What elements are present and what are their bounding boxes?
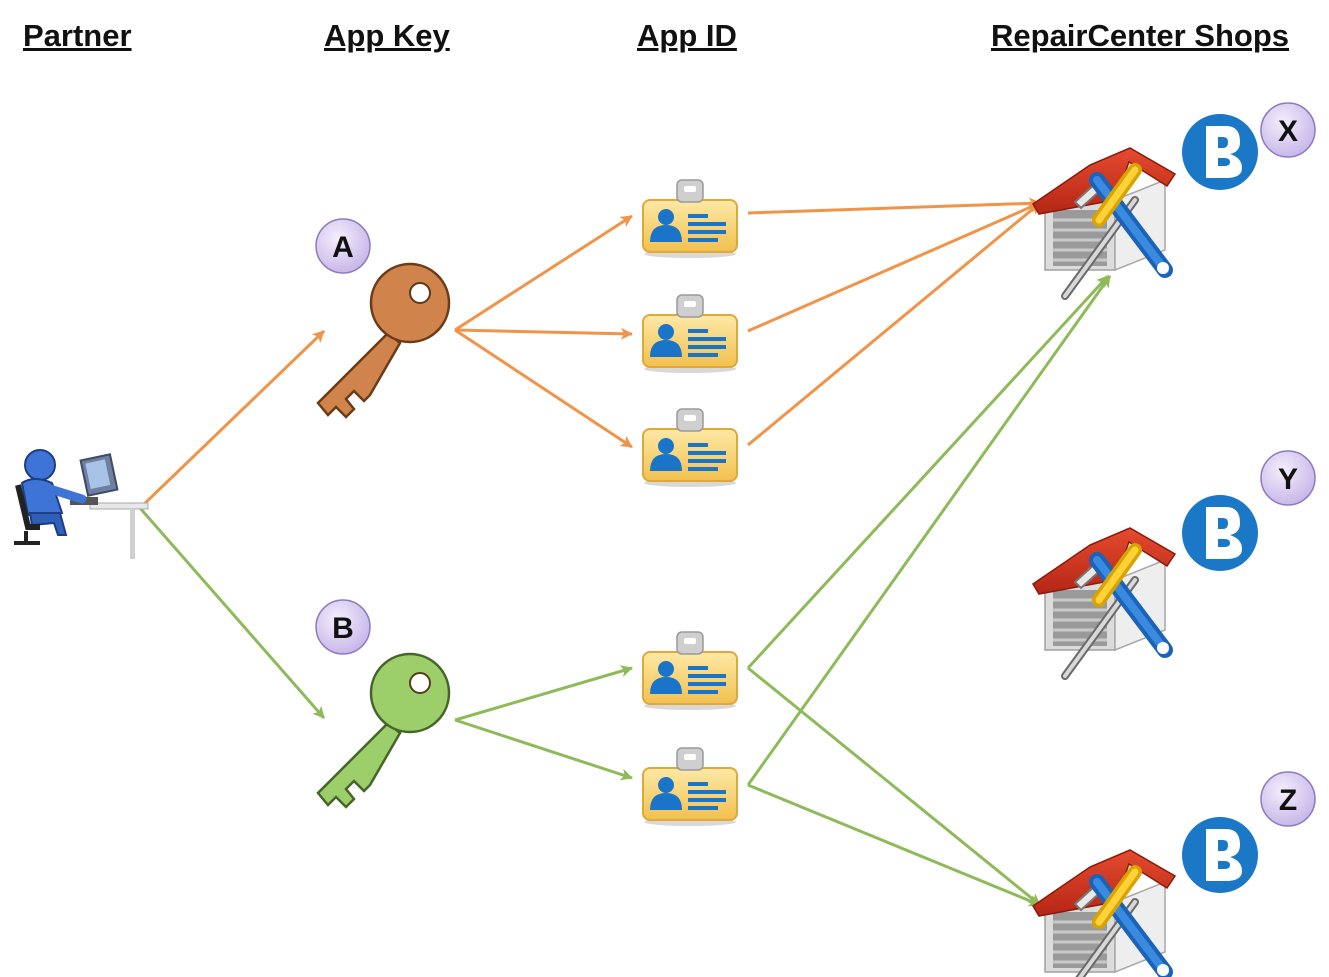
arrow-id-5-to-shop-x [746, 275, 1112, 786]
repair-shop-icon [1033, 148, 1175, 296]
badge-shop-x-label: X [1278, 115, 1298, 148]
badge-shop-x: X [1260, 102, 1316, 158]
key-icon [316, 262, 451, 419]
id-badge-icon [642, 294, 738, 374]
b-logo-icon [1182, 495, 1258, 571]
id-badge-icon [642, 179, 738, 259]
badge-key-a-label: A [332, 231, 354, 264]
arrow-key-a-to-id-2 [454, 327, 633, 340]
b-logo-icon [1182, 114, 1258, 190]
id-badge-icon [642, 747, 738, 827]
b-logo-icon [1182, 817, 1258, 893]
badge-shop-z-label: Z [1279, 784, 1297, 817]
repair-shop-icon [1033, 850, 1175, 977]
arrow-partner-to-key-a [138, 329, 326, 510]
repair-shop-icon [1033, 528, 1175, 676]
header-app-id: App ID [637, 18, 737, 53]
arrow-key-a-to-id-3 [454, 328, 633, 449]
id-badge-icon [642, 408, 738, 488]
badge-shop-y-label: Y [1278, 463, 1298, 496]
header-partner: Partner [23, 18, 132, 53]
id-badge-icon [642, 631, 738, 711]
arrow-key-a-to-id-1 [454, 214, 633, 332]
arrows-key-b [138, 274, 1112, 907]
arrow-id-2-to-shop-x [747, 201, 1041, 333]
arrow-id-4-to-shop-x [746, 274, 1110, 670]
arrow-partner-to-key-b [138, 507, 326, 719]
header-app-key: App Key [324, 18, 450, 53]
arrow-id-1-to-shop-x [747, 197, 1041, 215]
arrow-id-5-to-shop-z [747, 783, 1041, 907]
badge-key-b-label: B [332, 612, 354, 645]
person-at-computer-icon [14, 449, 149, 559]
arrow-key-b-to-id-5 [454, 718, 633, 781]
header-repaircenter-shops: RepairCenter Shops [991, 18, 1290, 53]
badge-key-a: A [315, 218, 371, 274]
arrows-key-a [138, 197, 1041, 510]
arrow-id-3-to-shop-x [747, 201, 1041, 447]
badge-shop-z: Z [1260, 771, 1316, 827]
badge-shop-y: Y [1260, 450, 1316, 506]
badge-key-b: B [315, 599, 371, 655]
key-icon [316, 652, 451, 809]
arrow-id-4-to-shop-z [747, 666, 1041, 907]
arrow-key-b-to-id-4 [454, 665, 633, 722]
